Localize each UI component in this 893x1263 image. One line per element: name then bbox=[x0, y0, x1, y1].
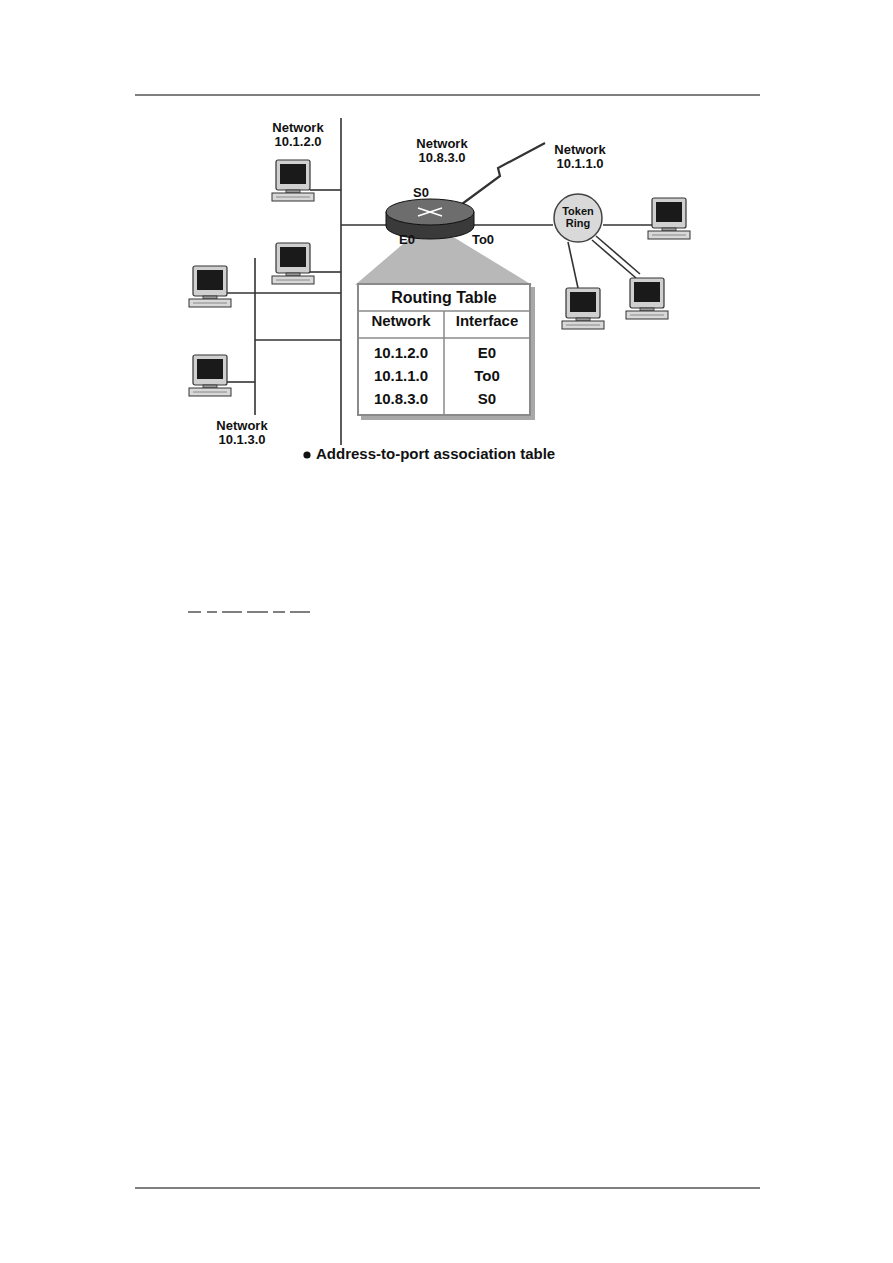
ring-label: Token Ring bbox=[558, 206, 598, 229]
table-heading: Routing Table bbox=[359, 285, 529, 307]
table-cell: E0 bbox=[444, 345, 530, 362]
table-header-cell: Interface bbox=[444, 313, 530, 330]
table-cell: To0 bbox=[444, 368, 530, 385]
caption: Address-to-port association table bbox=[316, 446, 555, 463]
network-label: Network 10.1.3.0 bbox=[208, 419, 276, 448]
table-cell: 10.1.2.0 bbox=[359, 345, 443, 362]
interface-label: E0 bbox=[392, 233, 422, 247]
network-label: Network 10.8.3.0 bbox=[408, 137, 476, 166]
table-cell: 10.1.1.0 bbox=[359, 368, 443, 385]
interface-label: To0 bbox=[466, 233, 500, 247]
table-header-cell: Network bbox=[359, 313, 443, 330]
token-ring-circle: Token Ring bbox=[553, 193, 603, 243]
network-label: Network 10.1.1.0 bbox=[546, 143, 614, 172]
table-cell: S0 bbox=[444, 391, 530, 408]
table-cell: 10.8.3.0 bbox=[359, 391, 443, 408]
network-label: Network 10.1.2.0 bbox=[264, 121, 332, 150]
interface-label: S0 bbox=[406, 186, 436, 200]
